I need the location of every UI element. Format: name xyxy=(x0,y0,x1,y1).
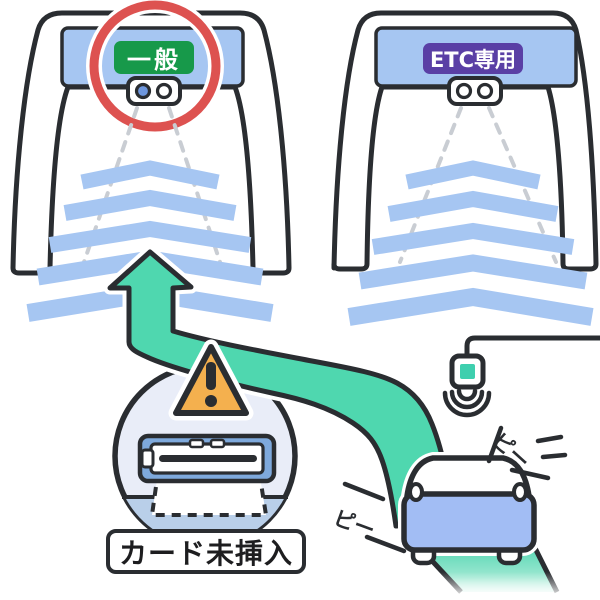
beep-emphasis-lines xyxy=(342,425,568,554)
lamp-dot-idle xyxy=(476,82,494,100)
card-slot xyxy=(159,455,257,462)
radio-wave-icon xyxy=(442,388,492,418)
etc-antenna-icon xyxy=(442,332,600,418)
etc-card-reader xyxy=(137,433,277,484)
sensor-beam-dashes-etc xyxy=(398,106,558,264)
general-lane-sign: 一般 xyxy=(114,41,194,74)
lamp-dot-idle xyxy=(455,82,473,100)
lamp-dot-idle xyxy=(155,82,173,100)
lane-lamp-etc xyxy=(447,76,503,106)
lamp-dot-active xyxy=(134,82,152,100)
car-icon xyxy=(398,452,540,566)
route-arrow xyxy=(103,245,460,533)
warning-triangle-icon xyxy=(168,339,254,421)
etc-lane-sign: ETC専用 xyxy=(423,43,523,74)
card-status-label: カード未挿入 xyxy=(106,529,306,574)
car-body xyxy=(401,491,537,553)
highlight-circle xyxy=(86,0,224,135)
lane-lamp-general xyxy=(126,76,182,106)
car-mirror-left xyxy=(408,482,424,502)
lane-chevrons-etc xyxy=(347,160,594,326)
car-mirror-right xyxy=(512,482,528,502)
car-roof xyxy=(404,455,532,499)
